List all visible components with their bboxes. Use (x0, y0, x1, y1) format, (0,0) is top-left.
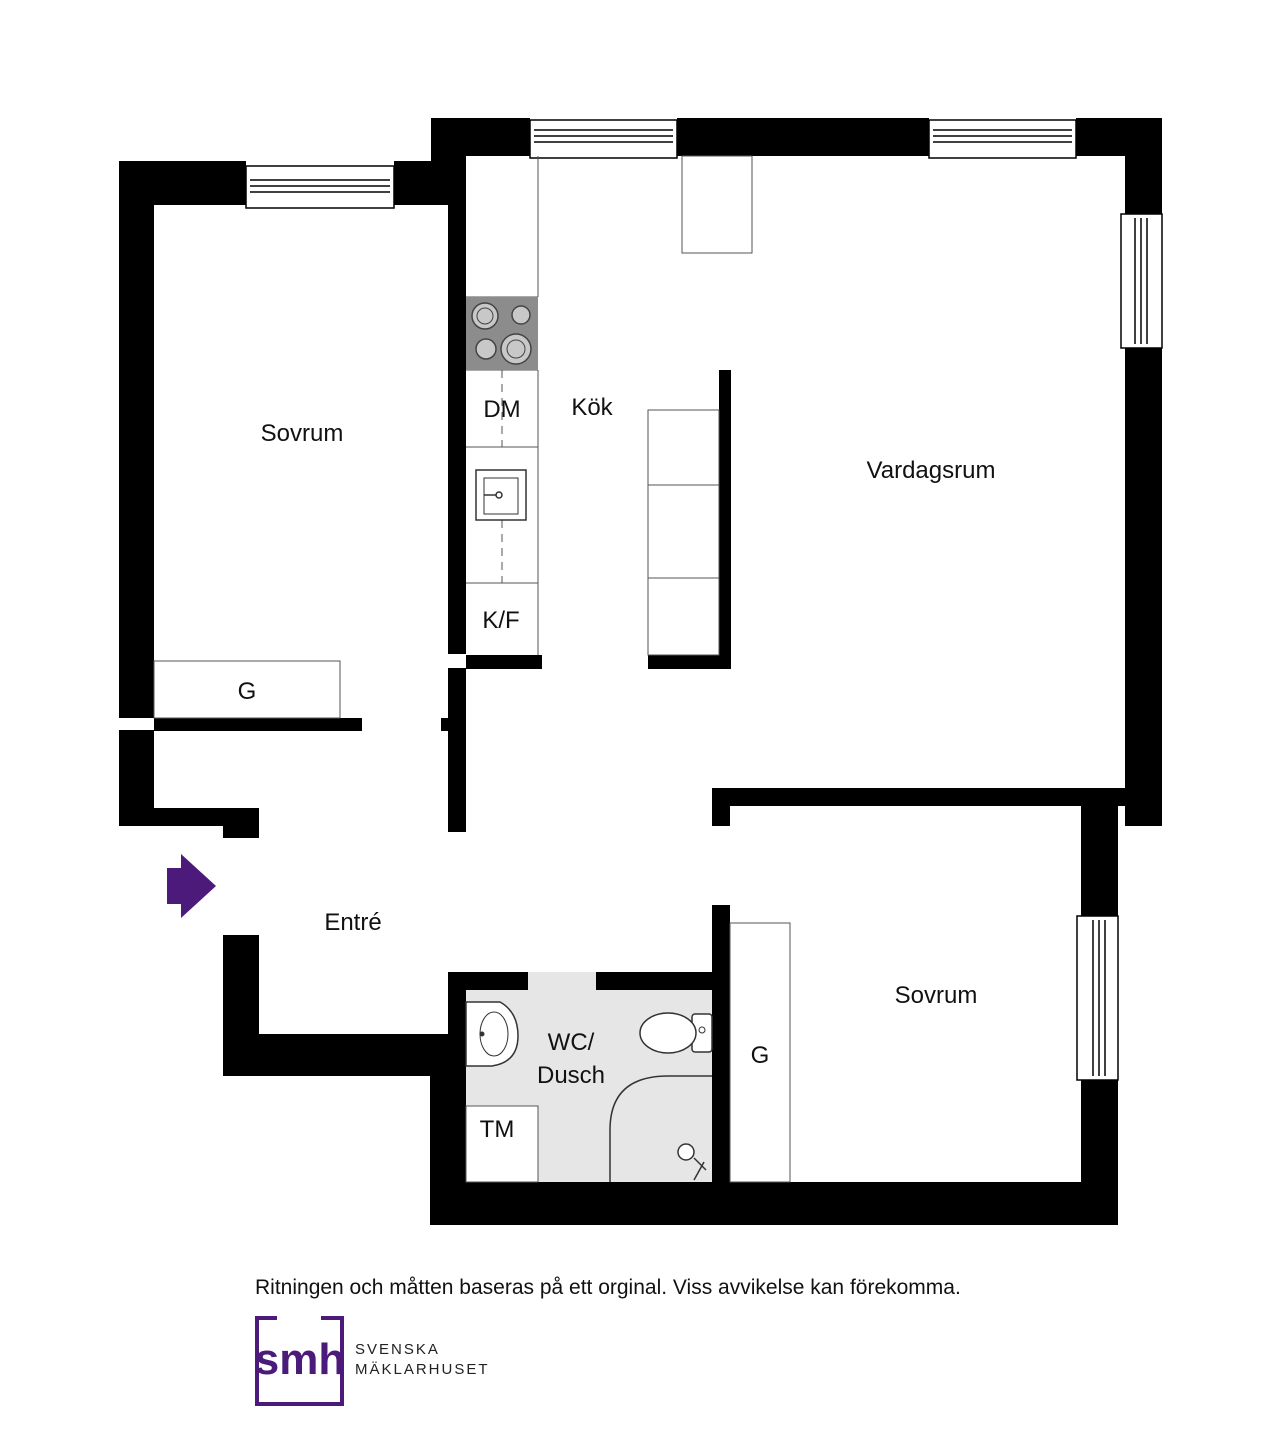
room-label-wc-line1: WC/ (548, 1029, 595, 1056)
label-g-left: G (238, 678, 257, 705)
logo-line2: MÄKLARHUSET (355, 1361, 490, 1378)
floor-plan: Sovrum Kök Vardagsrum Entré Sovrum WC/ D… (119, 118, 1163, 1225)
window-left-bedroom (245, 165, 395, 209)
island-cabinets (647, 409, 720, 656)
washing-machine (465, 1105, 539, 1183)
shower-curve (609, 1075, 712, 1182)
stove-icon (466, 297, 538, 370)
window-right-living (1120, 213, 1163, 349)
kitchen-sink-icon (475, 469, 527, 521)
washbasin-icon (465, 1001, 519, 1067)
label-g-right: G (751, 1042, 770, 1069)
entry-arrow-icon (167, 854, 216, 918)
windows (245, 119, 1163, 1081)
logo-letters: smh (255, 1335, 345, 1384)
logo-line1: SVENSKA (355, 1341, 440, 1358)
toilet-icon (639, 1012, 713, 1054)
room-label-sovrum-left: Sovrum (261, 420, 344, 447)
kitchen-table (681, 155, 753, 254)
label-kf: K/F (482, 607, 519, 634)
shower-head-icon (677, 1143, 707, 1181)
window-top-kitchen (529, 119, 678, 159)
walls (119, 118, 1162, 1225)
room-label-sovrum-right: Sovrum (895, 982, 978, 1009)
wardrobe-right (729, 922, 791, 1183)
wardrobe-left (153, 660, 341, 719)
room-label-vardagsrum: Vardagsrum (867, 457, 996, 484)
label-dm: DM (483, 396, 520, 423)
window-top-living (928, 119, 1077, 159)
window-right-bedroom (1076, 915, 1119, 1081)
disclaimer-text: Ritningen och måtten baseras på ett orgi… (255, 1276, 961, 1299)
label-tm: TM (480, 1116, 515, 1143)
room-label-wc-line2: Dusch (537, 1062, 605, 1089)
room-label-kok: Kök (571, 394, 613, 421)
room-label-entre: Entré (324, 909, 381, 936)
smh-logo-icon: smh SVENSKA MÄKLARHUSET (255, 1316, 490, 1406)
